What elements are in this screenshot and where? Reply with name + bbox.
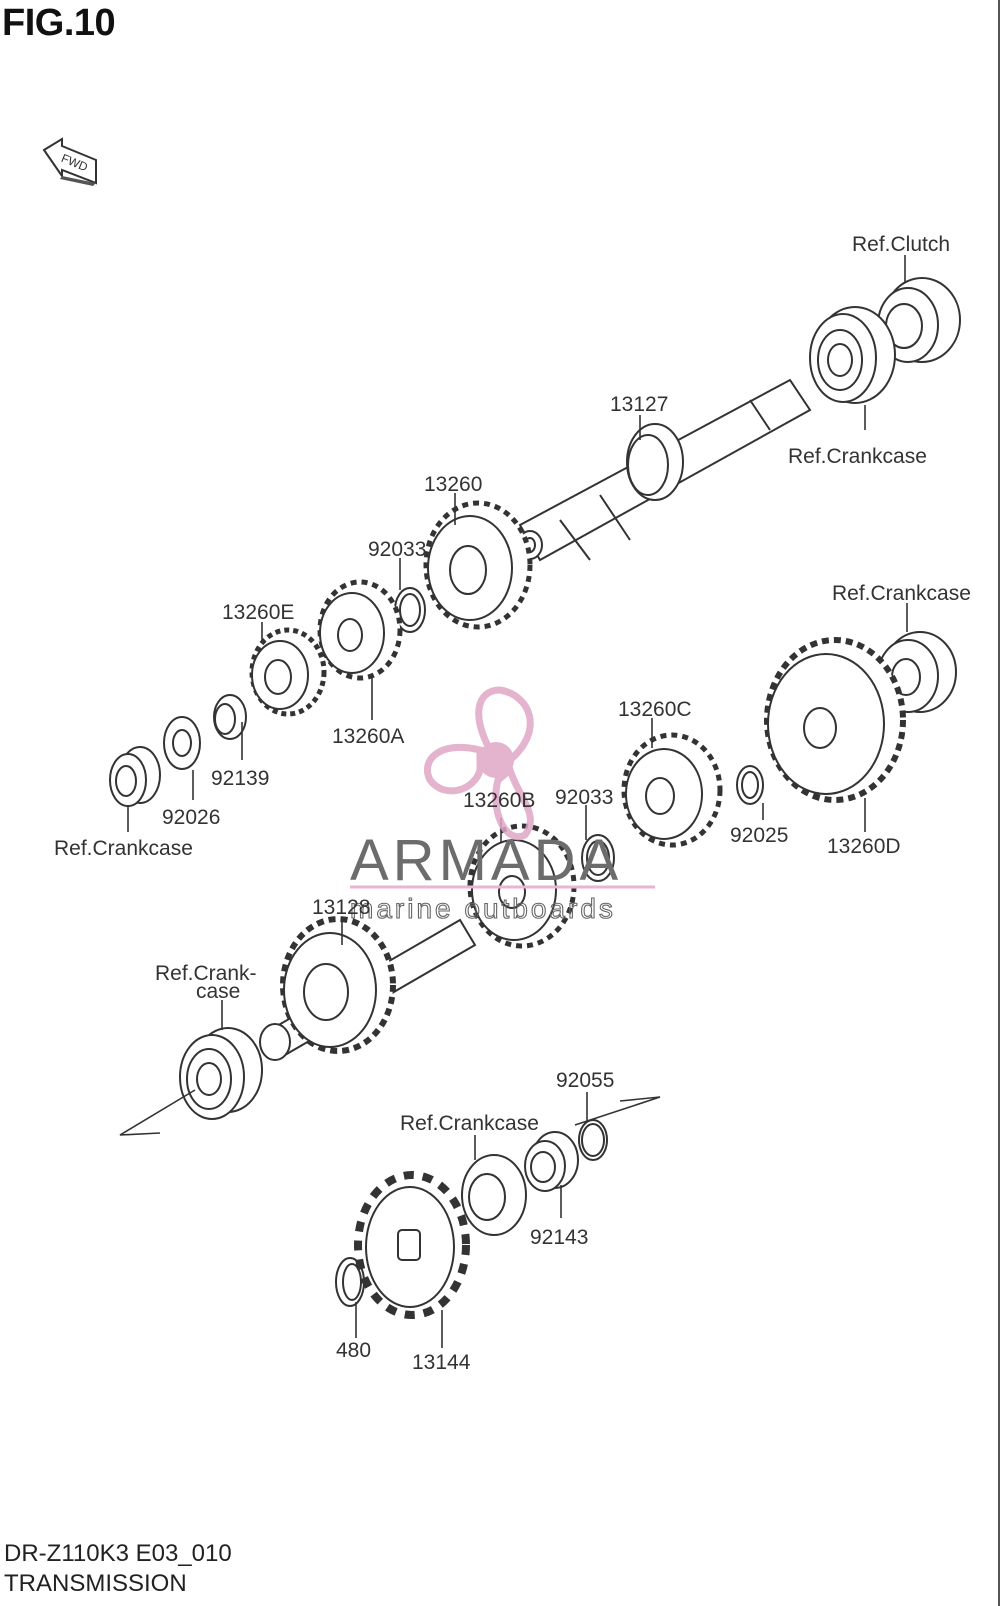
label-ref-crankcase-bottom: Ref.Crankcase xyxy=(400,1112,539,1135)
oring-92055-part xyxy=(578,1119,608,1161)
label-13260B: 13260B xyxy=(463,789,535,812)
part-labels: Ref.Clutch Ref.Crankcase 13127 13260 920… xyxy=(54,233,971,1374)
label-92025: 92025 xyxy=(730,824,788,847)
gear-13260C-part xyxy=(621,732,723,848)
label-13144: 13144 xyxy=(412,1351,471,1374)
needle-bearing-left-part xyxy=(109,746,161,807)
washer-92025-part xyxy=(736,765,764,805)
label-ref-crankcase-top: Ref.Crankcase xyxy=(788,445,927,468)
gear-13260D-part xyxy=(764,637,906,803)
label-13260: 13260 xyxy=(424,473,482,496)
leader-lines xyxy=(127,255,908,1348)
crankcase-bearing-top-part xyxy=(809,306,896,404)
gear-13260A-part xyxy=(317,579,403,681)
circlip-92033-lower-part xyxy=(581,834,615,882)
label-13260D: 13260D xyxy=(827,835,901,858)
label-ref-crankcase-split-2: case xyxy=(196,980,240,1003)
gear-13260-part xyxy=(423,500,533,630)
label-13128: 13128 xyxy=(312,896,370,919)
circlip-480-part xyxy=(335,1257,365,1307)
label-13260E: 13260E xyxy=(222,601,294,624)
label-ref-crankcase-right: Ref.Crankcase xyxy=(832,582,971,605)
label-13260C: 13260C xyxy=(618,698,692,721)
label-92033-lower: 92033 xyxy=(555,786,613,809)
label-92143: 92143 xyxy=(530,1226,588,1249)
label-ref-clutch: Ref.Clutch xyxy=(852,233,950,256)
label-92055: 92055 xyxy=(556,1069,614,1092)
label-13127: 13127 xyxy=(610,393,668,416)
model-code: DR-Z110K3 E03_010 xyxy=(4,1540,232,1567)
figure-title: FIG.10 xyxy=(2,2,116,44)
bushing-92139-part xyxy=(213,694,247,740)
watermark: ARMADA marine outboards xyxy=(349,686,655,925)
label-480: 480 xyxy=(336,1339,371,1362)
crankcase-bearing-left-part xyxy=(179,1027,263,1120)
output-shaft-13128-part xyxy=(259,916,477,1061)
washer-92026-part xyxy=(163,716,201,770)
section-name: TRANSMISSION xyxy=(4,1570,187,1597)
sprocket-13144-part xyxy=(354,1171,470,1319)
watermark-brand: ARMADA xyxy=(350,828,622,893)
watermark-tagline: marine outboards xyxy=(350,893,616,924)
fwd-arrow-icon: FWD xyxy=(42,137,97,186)
bushing-92143-part xyxy=(524,1131,579,1192)
oil-seal-crankcase-bottom-part xyxy=(461,1154,527,1236)
label-ref-crankcase-split-1: Ref.Crank- xyxy=(155,962,257,985)
split-pointer-right xyxy=(574,1096,661,1126)
input-shaft-13127-part xyxy=(517,378,812,562)
page-border xyxy=(998,0,1000,1606)
label-92033-upper: 92033 xyxy=(368,538,426,561)
label-ref-crankcase-left: Ref.Crankcase xyxy=(54,837,193,860)
propeller-logo-icon xyxy=(424,686,534,841)
label-92026: 92026 xyxy=(162,806,220,829)
label-92139: 92139 xyxy=(211,767,269,790)
label-13260A: 13260A xyxy=(332,725,404,748)
gear-13260E-part xyxy=(249,627,327,717)
split-pointer-left xyxy=(119,1089,196,1136)
